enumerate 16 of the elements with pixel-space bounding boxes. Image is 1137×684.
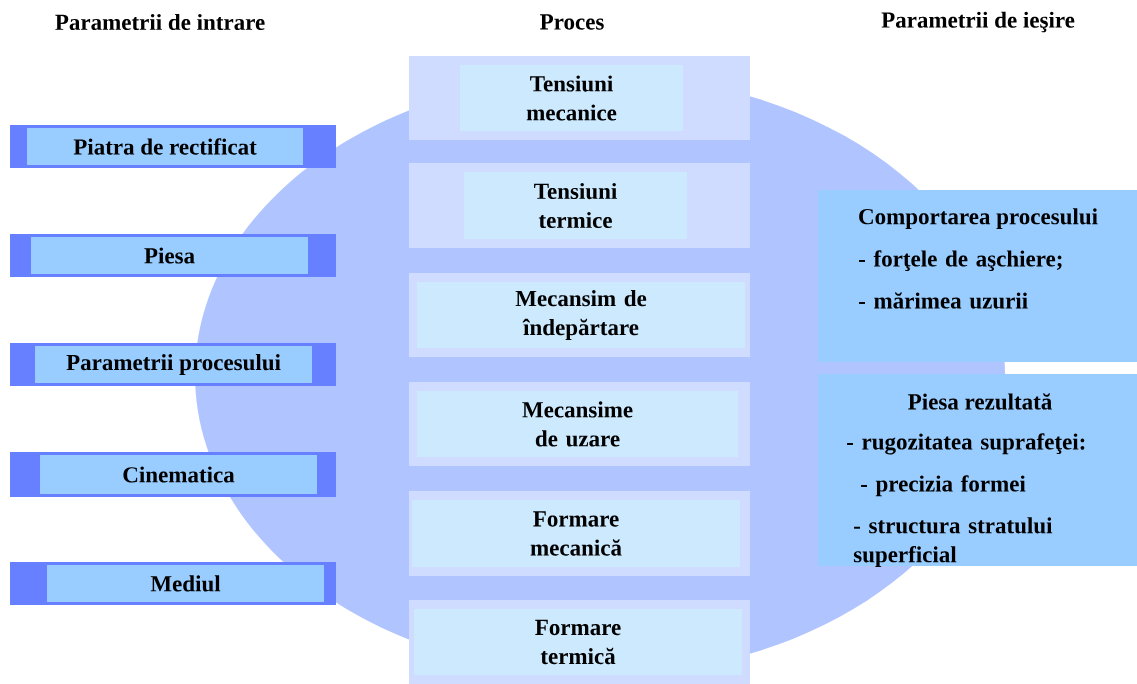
output-box: Piesa rezultată - rugozitatea suprafeţei: - precizia formei - structura stratului superficial <box>818 374 1137 568</box>
process-box: Mecansime de uzare <box>409 382 750 466</box>
input-box: Piatra de rectificat <box>10 125 336 168</box>
column-heading: Proces <box>540 14 604 30</box>
process-box: Formare termică <box>409 600 750 684</box>
column-heading: Parametrii de ieşire <box>881 11 1075 33</box>
input-box: Piesa <box>10 234 336 277</box>
process-box: Tensiuni mecanice <box>409 56 750 140</box>
output-box: Comportarea procesului - forţele de aşchiere; - mărimea uzurii <box>818 190 1137 362</box>
process-box: Mecansim de îndepărtare <box>409 273 750 357</box>
process-box: Tensiuni termice <box>409 163 750 248</box>
input-box: Cinematica <box>10 452 336 497</box>
input-box: Mediul <box>10 562 336 605</box>
input-box: Parametrii procesului <box>10 343 336 386</box>
column-heading: Parametrii de intrare <box>55 13 265 31</box>
process-box: Formare mecanică <box>409 491 750 576</box>
